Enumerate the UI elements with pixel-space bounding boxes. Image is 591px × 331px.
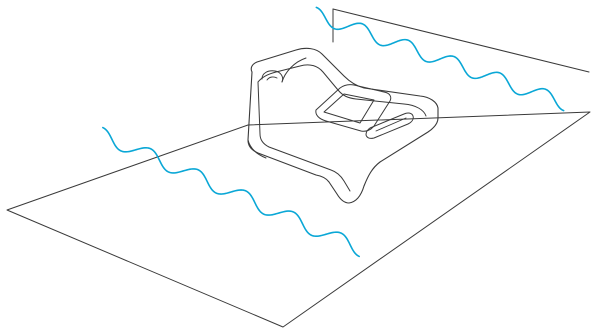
printer-hinge-bump — [261, 70, 284, 83]
back-wall — [332, 8, 590, 73]
printer-front-slot — [365, 112, 414, 139]
vibration-wave-front — [102, 126, 360, 258]
printer-base — [247, 139, 267, 159]
slot-inner-line — [375, 117, 407, 132]
vibration-wave-back — [315, 6, 565, 112]
paper-sheet — [323, 93, 375, 124]
printer-body — [247, 47, 439, 204]
printer-hinge-inner — [266, 76, 278, 81]
printer-side-face — [257, 81, 351, 192]
printer-lid-edge — [257, 64, 427, 117]
paper-cavity — [315, 84, 392, 132]
printer-top-ridge — [281, 57, 307, 83]
printer — [247, 47, 439, 204]
desk-surface — [6, 111, 591, 328]
